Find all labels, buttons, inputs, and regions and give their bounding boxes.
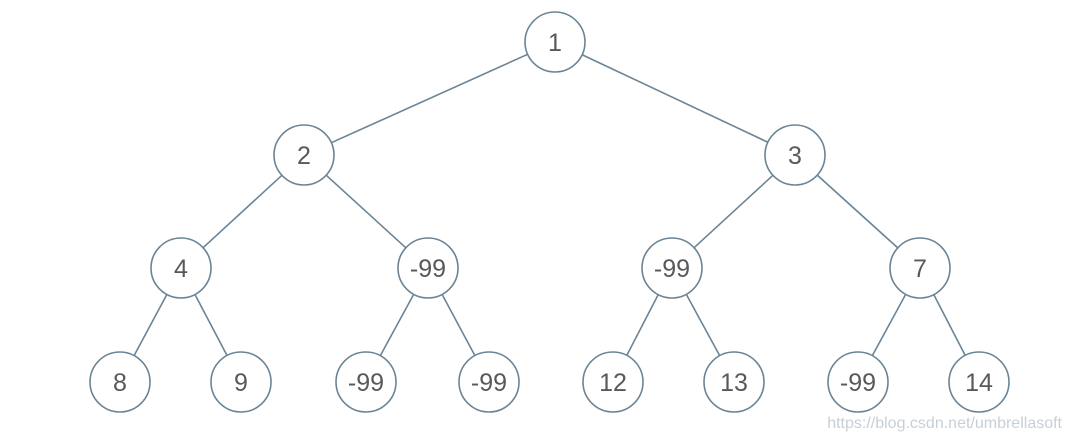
tree-node-n3[interactable]: 3 <box>764 124 826 186</box>
tree-node-n11[interactable]: -99 <box>458 351 520 413</box>
node-circle-n1 <box>524 11 586 73</box>
node-circle-n6 <box>641 237 703 299</box>
tree-edge-n2-n4 <box>202 174 283 249</box>
node-circle-n15 <box>948 351 1010 413</box>
node-circle-n5 <box>397 237 459 299</box>
node-circle-n9 <box>210 351 272 413</box>
tree-edge-n7-n14 <box>871 293 907 357</box>
node-circle-n11 <box>458 351 520 413</box>
node-label-n12: 12 <box>599 369 627 397</box>
node-label-n9: 9 <box>234 369 248 397</box>
tree-edge-n3-n6 <box>693 174 774 249</box>
tree-edge-n6-n13 <box>685 293 721 357</box>
tree-node-n6[interactable]: -99 <box>641 237 703 299</box>
node-label-n13: 13 <box>720 369 748 397</box>
node-label-n6: -99 <box>654 255 690 283</box>
tree-edge-n3-n7 <box>816 174 899 249</box>
node-label-n7: 7 <box>913 255 927 283</box>
node-label-n1: 1 <box>548 29 562 57</box>
tree-node-n10[interactable]: -99 <box>335 351 397 413</box>
tree-edge-n4-n9 <box>194 294 228 356</box>
tree-edge-n1-n2 <box>331 53 528 144</box>
node-circle-n14 <box>827 351 889 413</box>
node-circle-n4 <box>150 237 212 299</box>
tree-edge-n4-n8 <box>133 294 168 356</box>
watermark-label: https://blog.csdn.net/umbrellasoft <box>827 415 1062 432</box>
node-circle-n8 <box>89 351 151 413</box>
tree-node-n4[interactable]: 4 <box>150 237 212 299</box>
tree-edge-n5-n11 <box>441 294 476 356</box>
tree-node-n13[interactable]: 13 <box>703 351 765 413</box>
node-label-n3: 3 <box>788 142 802 170</box>
tree-edge-n5-n10 <box>379 293 415 357</box>
tree-node-n2[interactable]: 2 <box>273 124 335 186</box>
node-circle-n7 <box>889 237 951 299</box>
node-circle-n10 <box>335 351 397 413</box>
tree-node-n7[interactable]: 7 <box>889 237 951 299</box>
tree-edge-n7-n15 <box>933 294 966 356</box>
tree-node-n14[interactable]: -99 <box>827 351 889 413</box>
node-label-n4: 4 <box>174 255 188 283</box>
tree-edge-n1-n3 <box>581 54 769 143</box>
node-circle-n2 <box>273 124 335 186</box>
tree-edge-n6-n12 <box>626 294 659 356</box>
node-label-n14: -99 <box>840 369 876 397</box>
node-label-n2: 2 <box>297 142 311 170</box>
node-circle-n13 <box>703 351 765 413</box>
node-circle-n3 <box>764 124 826 186</box>
tree-edge-n2-n5 <box>325 174 407 249</box>
node-circle-n12 <box>582 351 644 413</box>
edge-layer <box>133 53 966 357</box>
node-label-n8: 8 <box>113 369 127 397</box>
tree-node-n15[interactable]: 14 <box>948 351 1010 413</box>
tree-node-n12[interactable]: 12 <box>582 351 644 413</box>
tree-node-n5[interactable]: -99 <box>397 237 459 299</box>
tree-node-n8[interactable]: 8 <box>89 351 151 413</box>
node-label-n11: -99 <box>471 369 507 397</box>
tree-node-n9[interactable]: 9 <box>210 351 272 413</box>
node-label-n15: 14 <box>965 369 993 397</box>
node-label-n5: -99 <box>410 255 446 283</box>
node-label-n10: -99 <box>348 369 384 397</box>
tree-node-n1[interactable]: 1 <box>524 11 586 73</box>
